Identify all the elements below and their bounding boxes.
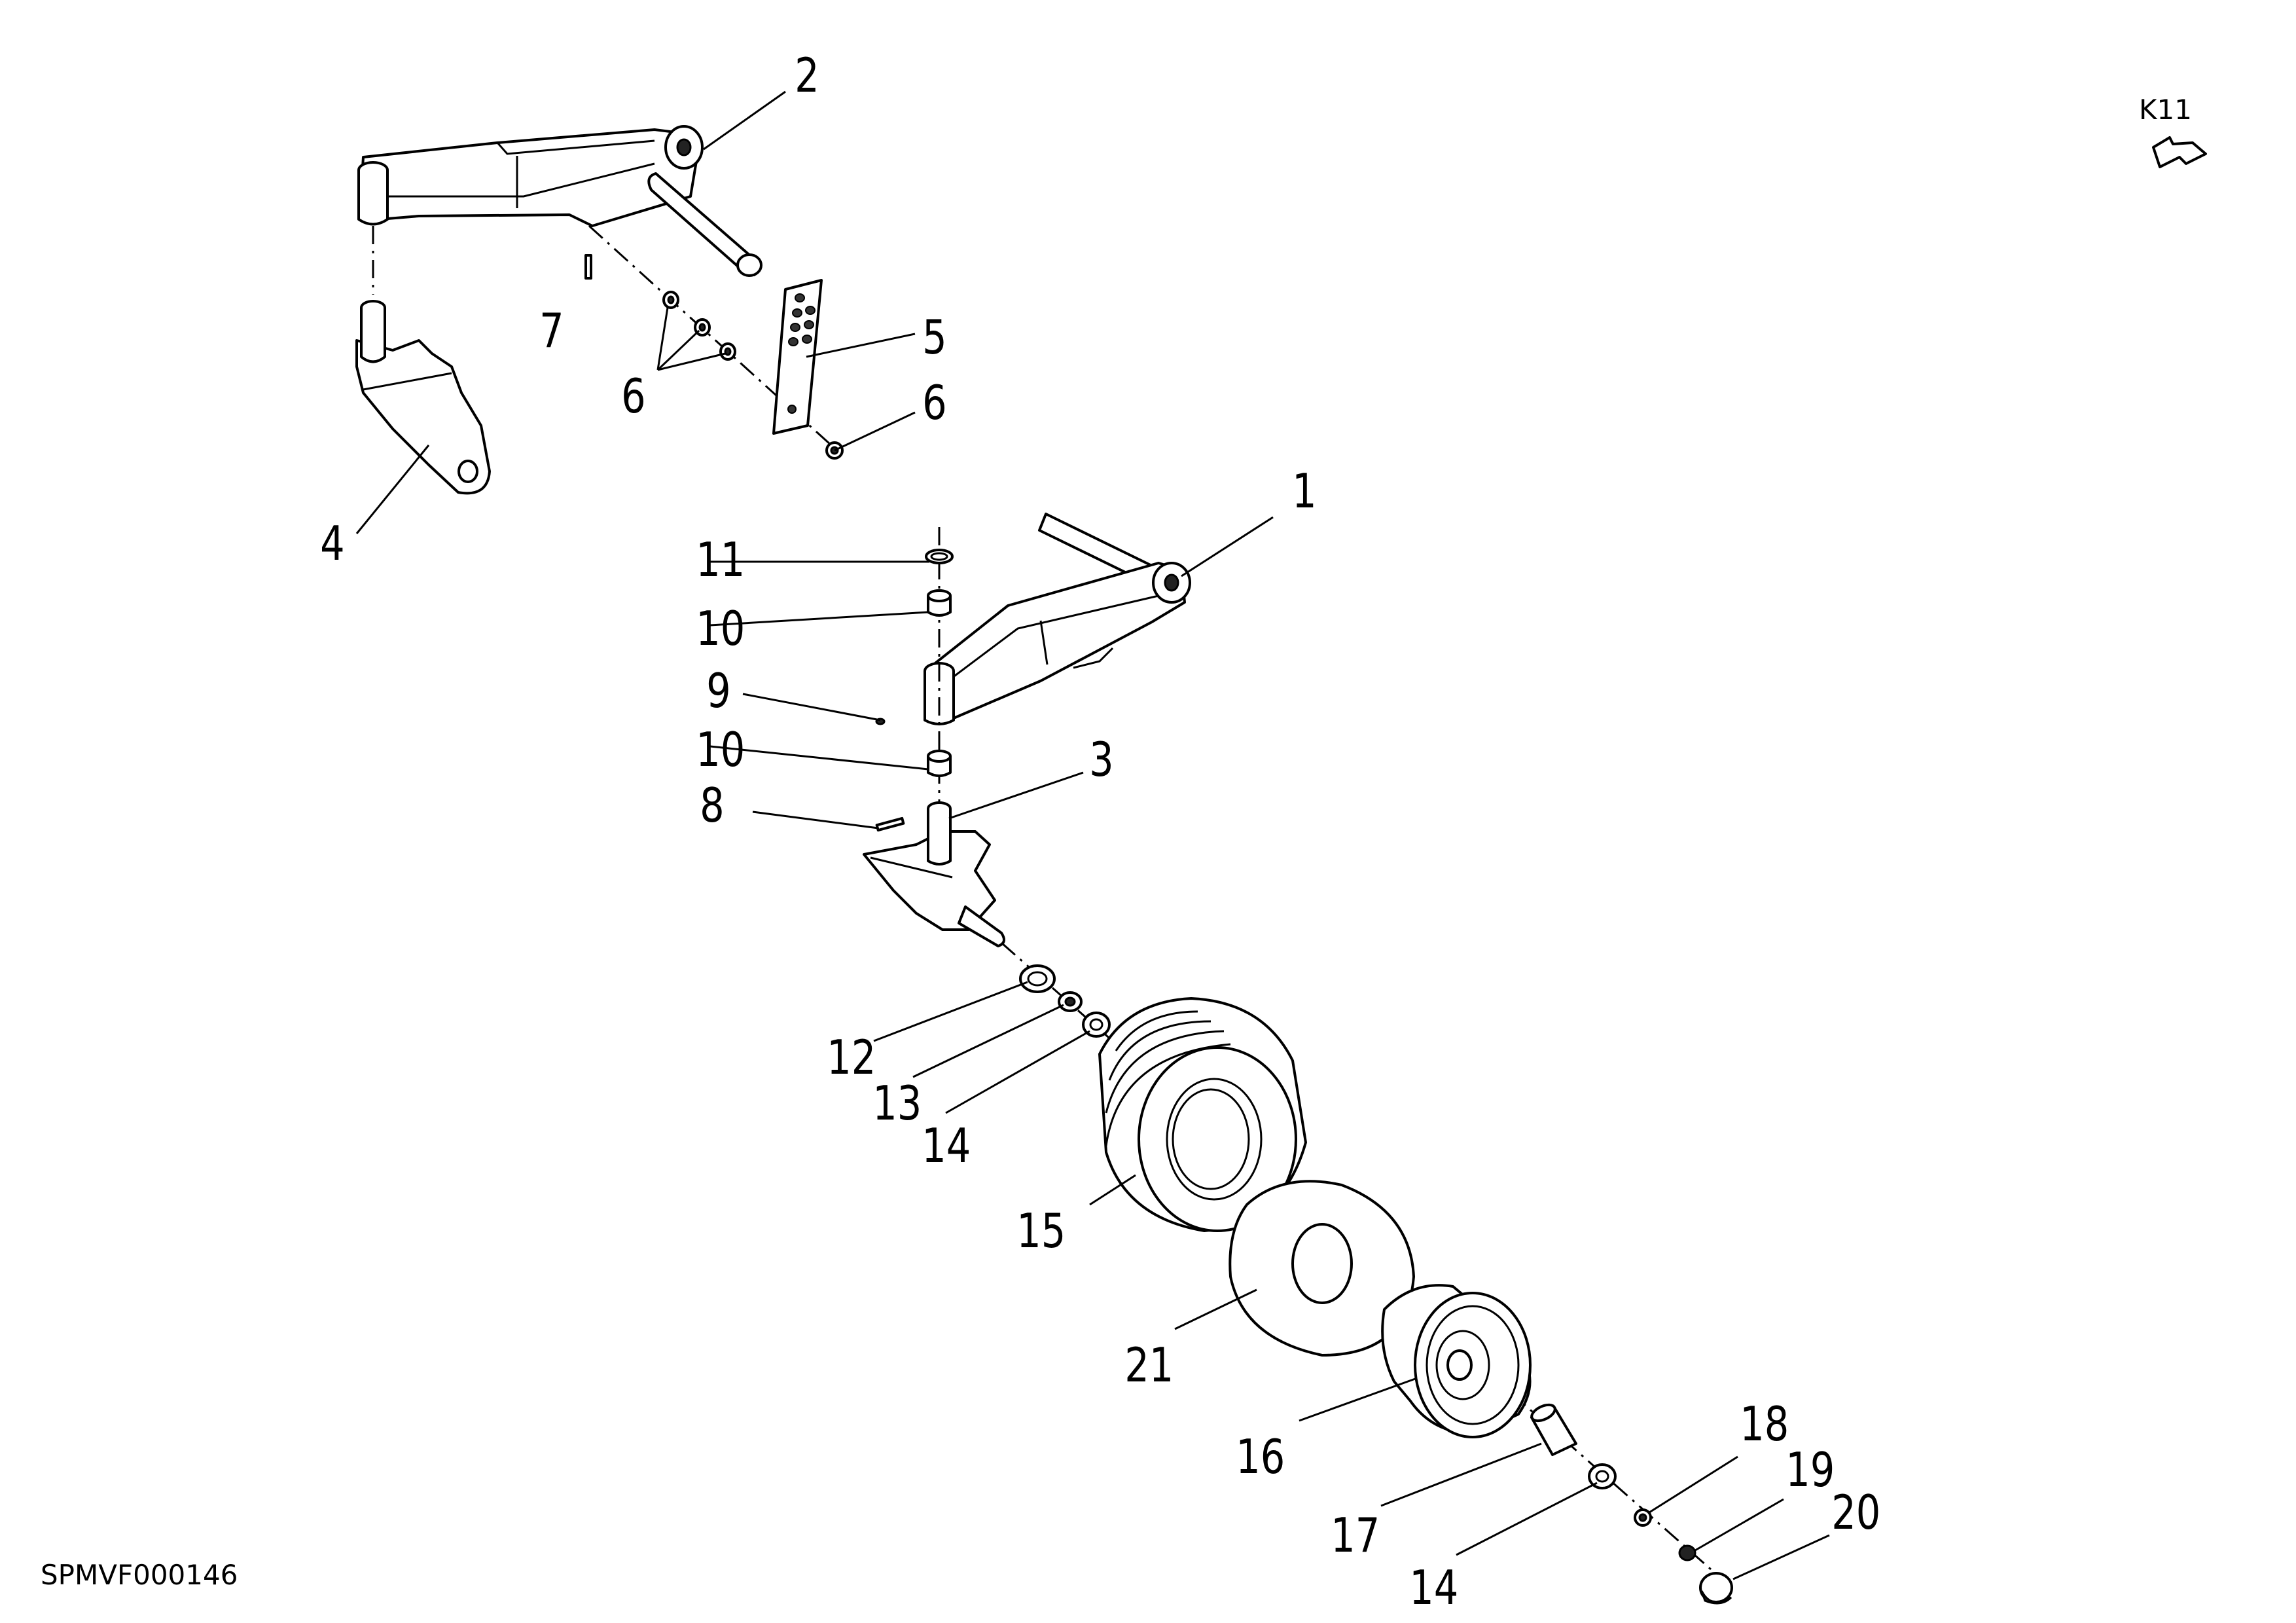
callout-6b: 6 — [922, 375, 947, 430]
callout-14b: 14 — [1409, 1560, 1458, 1615]
axle-nut[interactable] — [1678, 1544, 1696, 1561]
hub-washer[interactable] — [1058, 991, 1083, 1012]
seal-ring[interactable] — [925, 549, 954, 564]
hub-seal[interactable] — [1019, 964, 1056, 993]
callout-12: 12 — [827, 1030, 876, 1085]
callout-10b: 10 — [696, 722, 745, 777]
callout-15: 15 — [1016, 1203, 1066, 1258]
end-washer[interactable] — [1634, 1508, 1652, 1527]
drawing-id: SPMVF000146 — [41, 1559, 238, 1591]
bearing-inner[interactable] — [1082, 1012, 1111, 1038]
callout-3: 3 — [1089, 732, 1114, 787]
callout-9: 9 — [706, 663, 731, 718]
split-pin[interactable] — [875, 816, 905, 832]
section-ref-arrow-icon — [2152, 136, 2207, 168]
pin-part-7[interactable] — [584, 254, 592, 280]
callout-1: 1 — [1292, 464, 1317, 519]
spacer-sleeve[interactable] — [1530, 1402, 1577, 1456]
lower-swing-arm[interactable] — [924, 513, 1191, 725]
wheel-rim[interactable] — [1381, 1284, 1532, 1438]
tyre[interactable] — [1098, 997, 1307, 1232]
callout-17: 17 — [1331, 1508, 1380, 1563]
adjustment-plate[interactable] — [772, 279, 823, 435]
section-ref-label: K11 — [2139, 94, 2192, 126]
callout-5: 5 — [922, 310, 947, 365]
wheel-fork[interactable] — [863, 801, 1005, 947]
callout-10a: 10 — [696, 601, 745, 656]
leader-lines — [355, 90, 1830, 1580]
bushing-lower[interactable] — [927, 750, 952, 777]
callout-20: 20 — [1831, 1485, 1880, 1540]
callout-6a: 6 — [621, 369, 646, 424]
callout-18: 18 — [1740, 1396, 1789, 1451]
section-reference[interactable]: K11 — [2139, 94, 2207, 168]
callout-11: 11 — [696, 532, 745, 587]
washer-set-6[interactable] — [662, 291, 844, 460]
pivot-bracket[interactable] — [355, 300, 491, 495]
callout-7: 7 — [539, 303, 564, 358]
inner-tube[interactable] — [1229, 1180, 1415, 1357]
bearing-outer[interactable] — [1588, 1463, 1617, 1489]
bushing-upper[interactable] — [927, 589, 952, 617]
callout-4: 4 — [320, 516, 345, 571]
callout-16: 16 — [1236, 1429, 1285, 1484]
hub-cap[interactable] — [1699, 1572, 1733, 1605]
callout-19: 19 — [1785, 1442, 1835, 1497]
upper-axle-pin[interactable] — [647, 172, 762, 277]
callout-numbers: 1 2 3 4 5 6 6 7 8 9 10 10 11 12 13 14 14… — [320, 48, 1880, 1615]
callout-8: 8 — [700, 778, 725, 833]
callout-13: 13 — [872, 1076, 922, 1131]
upper-swing-arm[interactable] — [357, 125, 704, 227]
callout-14a: 14 — [922, 1118, 971, 1173]
callout-21: 21 — [1124, 1338, 1174, 1393]
callout-2: 2 — [795, 48, 819, 103]
axis-strip — [588, 225, 833, 447]
